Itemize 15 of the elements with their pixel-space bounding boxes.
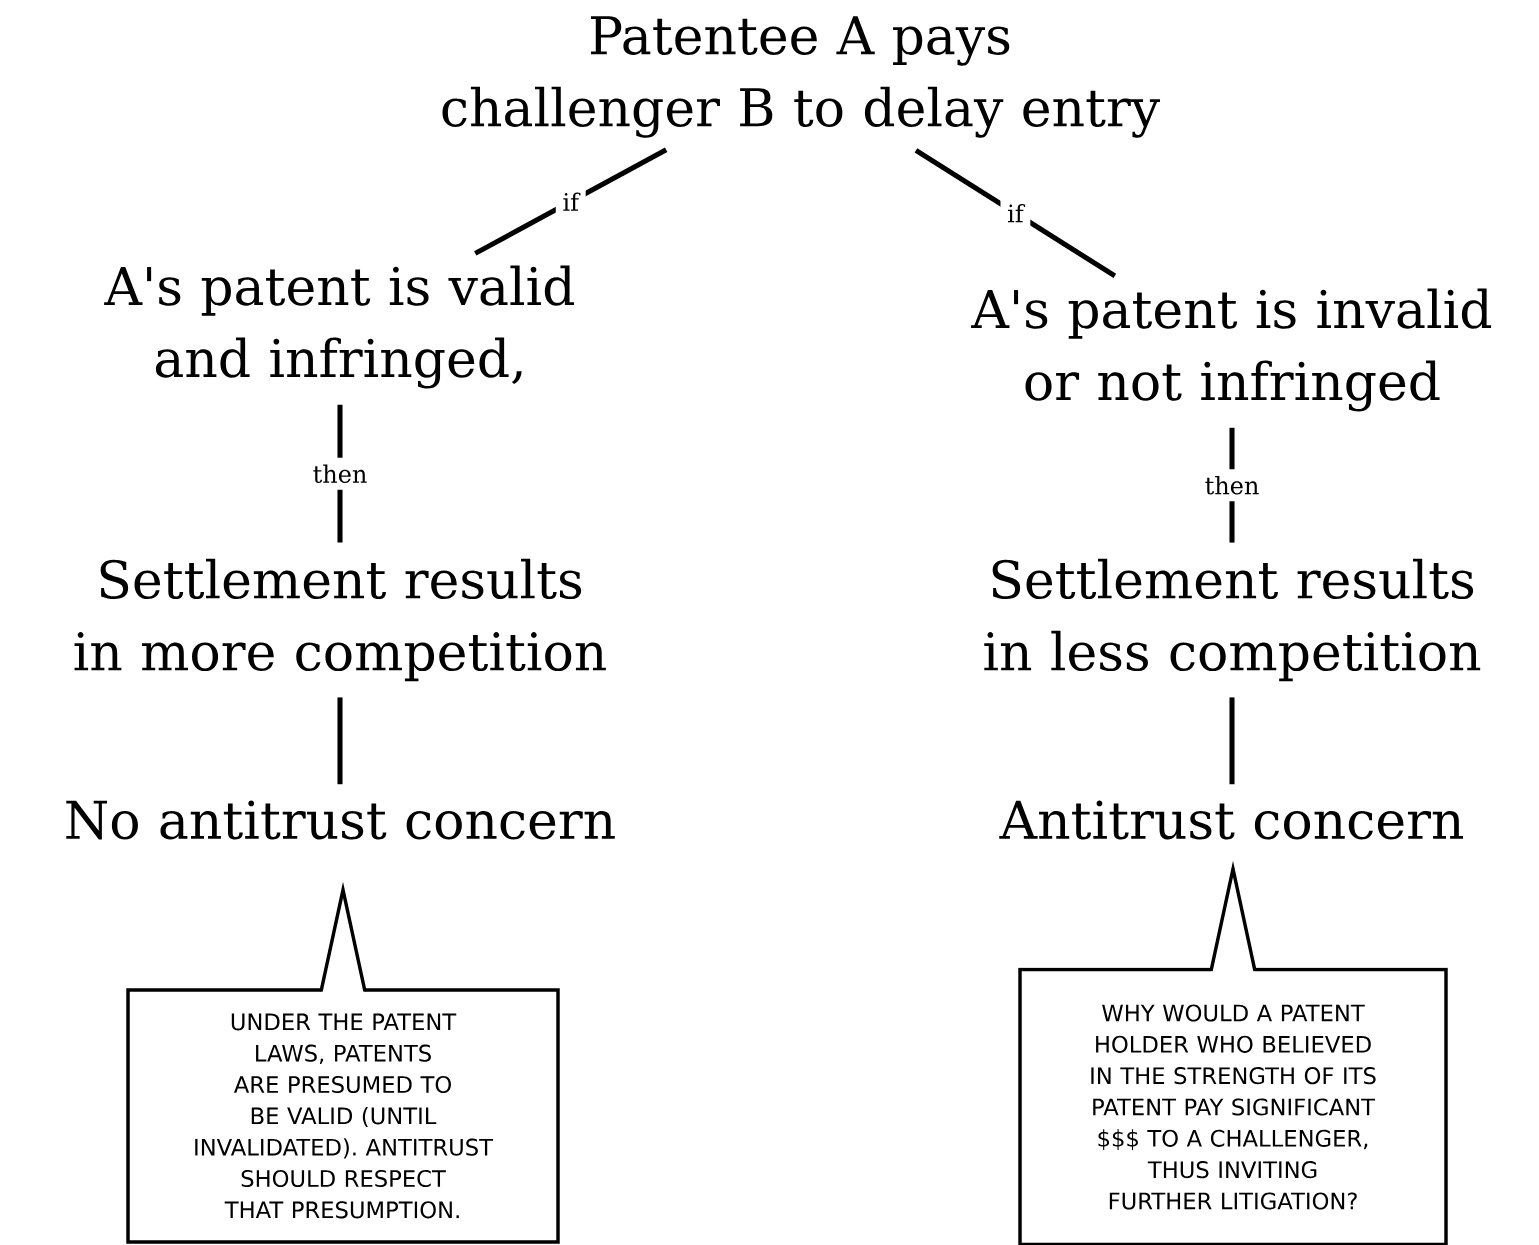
statement-text: No antitrust concern <box>66 800 615 840</box>
statement-text: Antitrust concern <box>999 800 1463 840</box>
edge-label: if <box>1000 197 1031 229</box>
statement-text: Settlement results in less competition <box>984 558 1481 682</box>
statement-text: Settlement results in more competition <box>74 558 606 682</box>
speech-bubble: WHY WOULD A PATENT HOLDER WHO BELIEVED IN THE STRENGTH OF ITS PATENT PAY SIGNIFICANT $$$ TO A CHALLENGER, THUS INVITING FURTHER LITIGATION? <box>1018 860 1448 1245</box>
statement-text: A's patent is valid and infringed, <box>104 265 574 389</box>
edge-label: if <box>555 185 586 218</box>
connector-line <box>337 697 343 785</box>
edge-label: then <box>1197 469 1267 502</box>
edge-label: then <box>305 457 375 490</box>
statement-text: A's patent is invalid or not infringed <box>971 288 1492 412</box>
title-text: Patentee A pays challenger B to delay entry <box>442 16 1160 138</box>
speech-bubble: UNDER THE PATENT LAWS, PATENTS ARE PRESUMED TO BE VALID (UNTIL INVALIDATED). ANTITRUST SHOULD RESPECT THAT PRESUMPTION. <box>126 881 560 1244</box>
connector-line <box>1229 697 1235 785</box>
